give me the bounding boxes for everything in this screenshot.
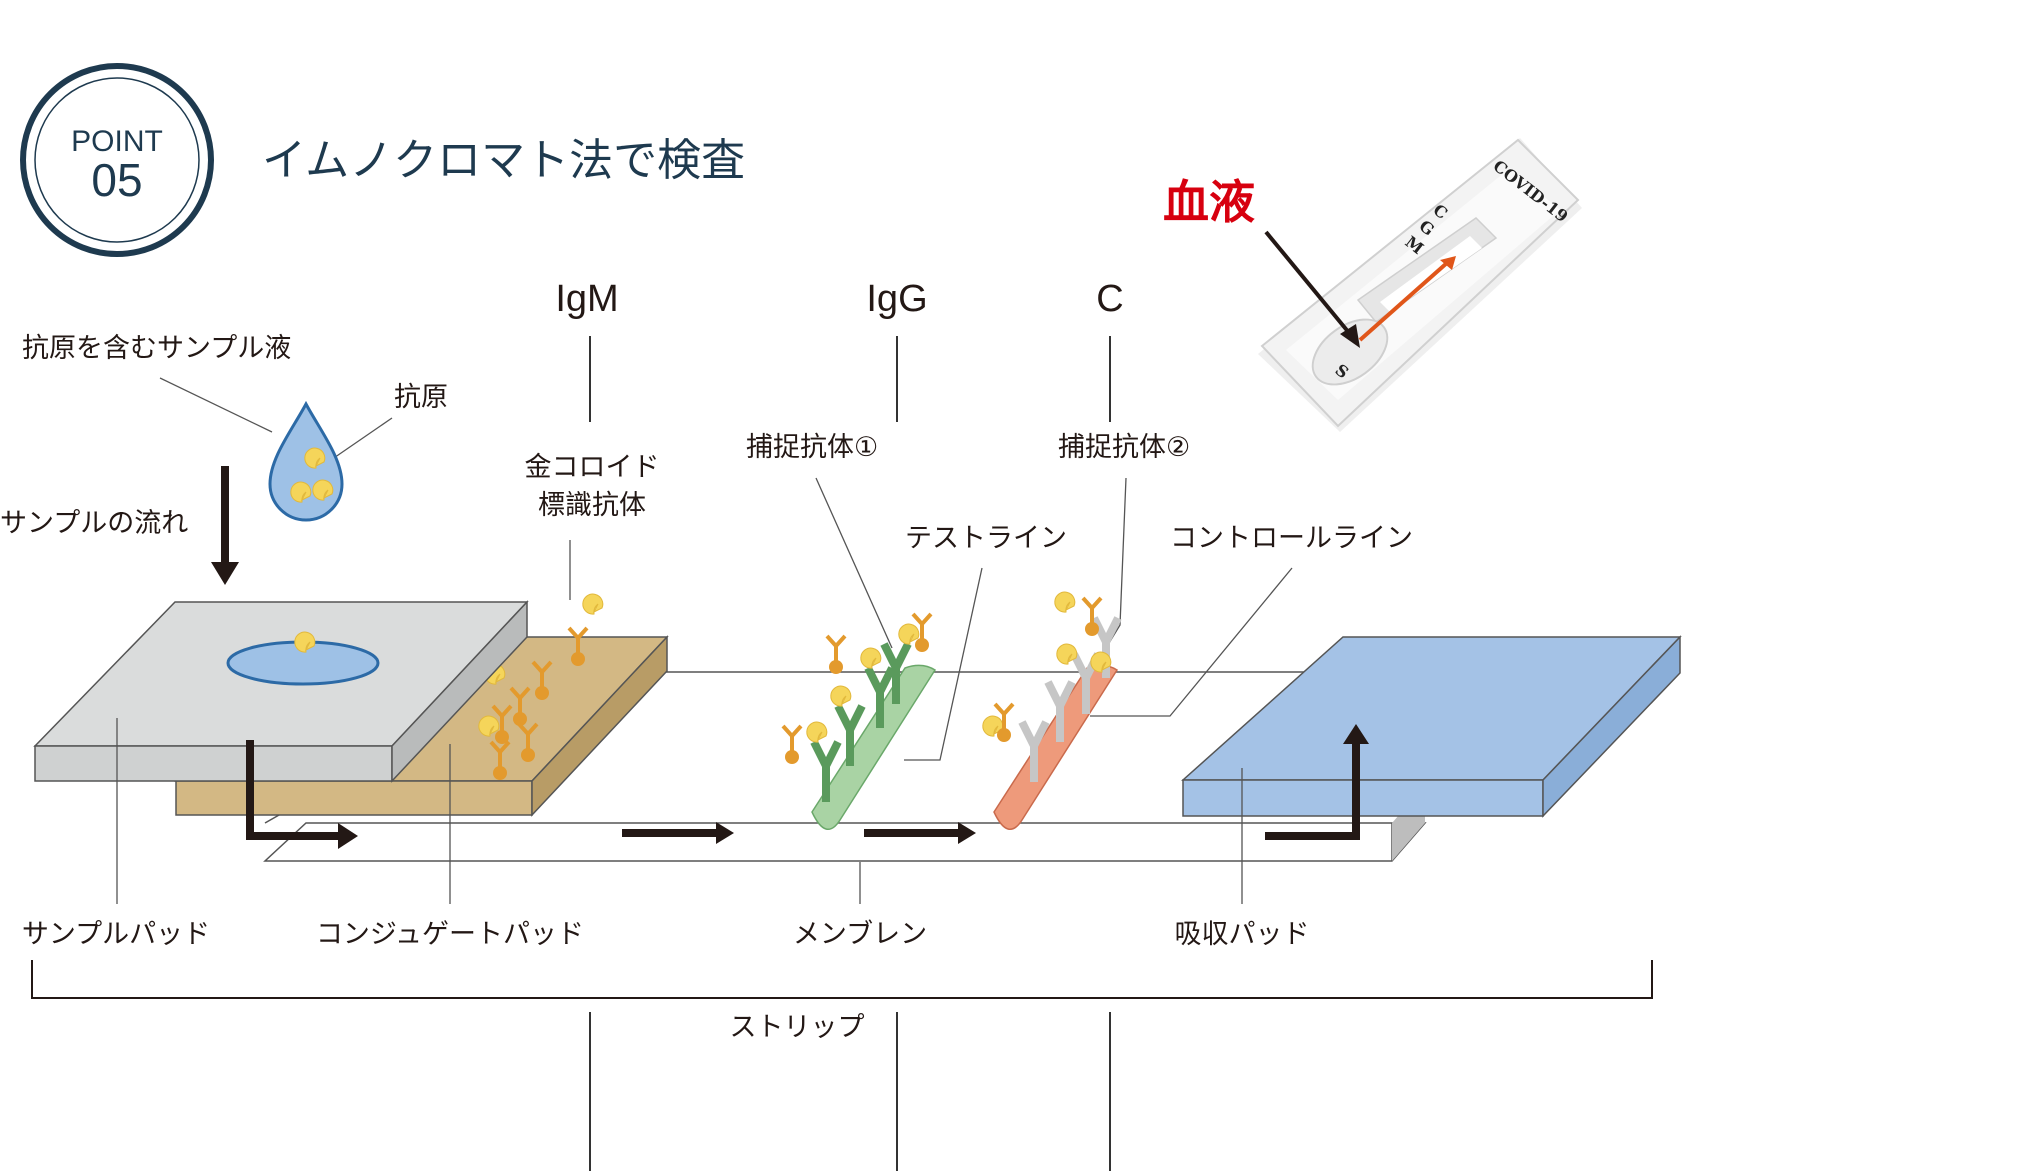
- label-capture-ab2: 捕捉抗体②: [1058, 432, 1190, 463]
- test-cassette-photo: COVID-19 C G M S: [1258, 138, 1582, 432]
- label-control-line: コントロールライン: [1170, 523, 1413, 554]
- label-absorbent-pad: 吸収パッド: [1175, 919, 1310, 950]
- label-blood: 血液: [1163, 175, 1255, 229]
- label-gold-colloid-1: 金コロイド: [525, 452, 660, 483]
- page-title: イムノクロマト法で検査: [262, 135, 745, 186]
- label-test-line: テストライン: [905, 523, 1067, 554]
- label-capture-ab1: 捕捉抗体①: [746, 432, 878, 463]
- test-line: [811, 664, 937, 830]
- sample-drop: [268, 400, 344, 522]
- label-strip: ストリップ: [730, 1012, 865, 1043]
- label-sample-liquid: 抗原を含むサンプル液: [22, 333, 291, 364]
- strip-bracket: [31, 960, 1653, 999]
- label-antigen: 抗原: [394, 382, 448, 413]
- column-igm: IgM: [555, 278, 618, 320]
- column-c: C: [1096, 278, 1123, 320]
- absorbent-pad: [1181, 635, 1682, 818]
- label-sample-flow: サンプルの流れ: [0, 508, 188, 539]
- point-badge: POINT 05: [20, 63, 214, 257]
- column-igg: IgG: [866, 278, 927, 320]
- label-sample-pad: サンプルパッド: [22, 919, 210, 950]
- label-gold-colloid-2: 標識抗体: [538, 490, 646, 521]
- badge-top-text: POINT: [71, 125, 163, 158]
- badge-number: 05: [91, 154, 142, 206]
- label-conjugate-pad: コンジュゲートパッド: [316, 919, 584, 950]
- label-membrane: メンブレン: [793, 919, 927, 950]
- sample-pad: [33, 600, 529, 783]
